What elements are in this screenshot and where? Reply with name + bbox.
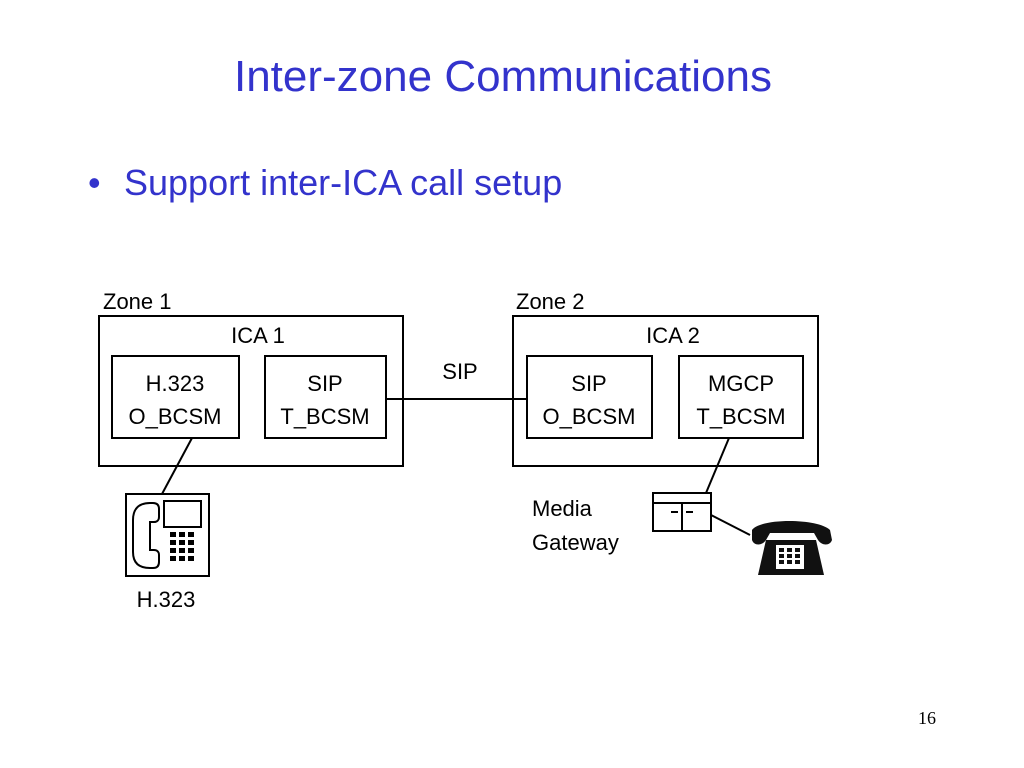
- zone-2-label: Zone 2: [516, 289, 585, 314]
- page-number: 16: [918, 708, 936, 728]
- gateway-icon: [652, 492, 712, 532]
- desk-phone-icon: [125, 493, 210, 577]
- ica-2-label: ICA 2: [646, 323, 700, 348]
- mgcp-connection-line: [705, 437, 730, 494]
- zone-1-label: Zone 1: [103, 289, 172, 314]
- module-line1: MGCP: [708, 371, 774, 396]
- bullet-icon: •: [88, 162, 101, 203]
- sip-link-label: SIP: [442, 359, 477, 384]
- bullet-text: Support inter-ICA call setup: [124, 162, 563, 203]
- slide-title: Inter-zone Communications: [233, 52, 772, 101]
- h323-terminal-label: H.323: [137, 587, 196, 612]
- module-line2: T_BCSM: [696, 404, 785, 429]
- module-line2: O_BCSM: [543, 404, 636, 429]
- ica-1-box: [98, 315, 404, 467]
- module-line2: T_BCSM: [280, 404, 369, 429]
- ica-1-label: ICA 1: [231, 323, 285, 348]
- sip-tbcsm-module: [264, 355, 387, 439]
- module-line2: O_BCSM: [129, 404, 222, 429]
- media-gateway-label-line1: Media: [532, 496, 593, 521]
- h323-obcsm-module: [111, 355, 240, 439]
- mgcp-tbcsm-module: [678, 355, 804, 439]
- sip-obcsm-module: [526, 355, 653, 439]
- module-line1: SIP: [571, 371, 606, 396]
- telephone-icon: [752, 521, 832, 575]
- module-line1: H.323: [146, 371, 205, 396]
- h323-connection-line: [161, 437, 193, 495]
- ica-2-box: [512, 315, 819, 467]
- bullet-item: • Support inter-ICA call setup: [88, 162, 562, 204]
- gateway-phone-line: [710, 514, 751, 536]
- media-gateway-label-line2: Gateway: [532, 530, 619, 555]
- module-line1: SIP: [307, 371, 342, 396]
